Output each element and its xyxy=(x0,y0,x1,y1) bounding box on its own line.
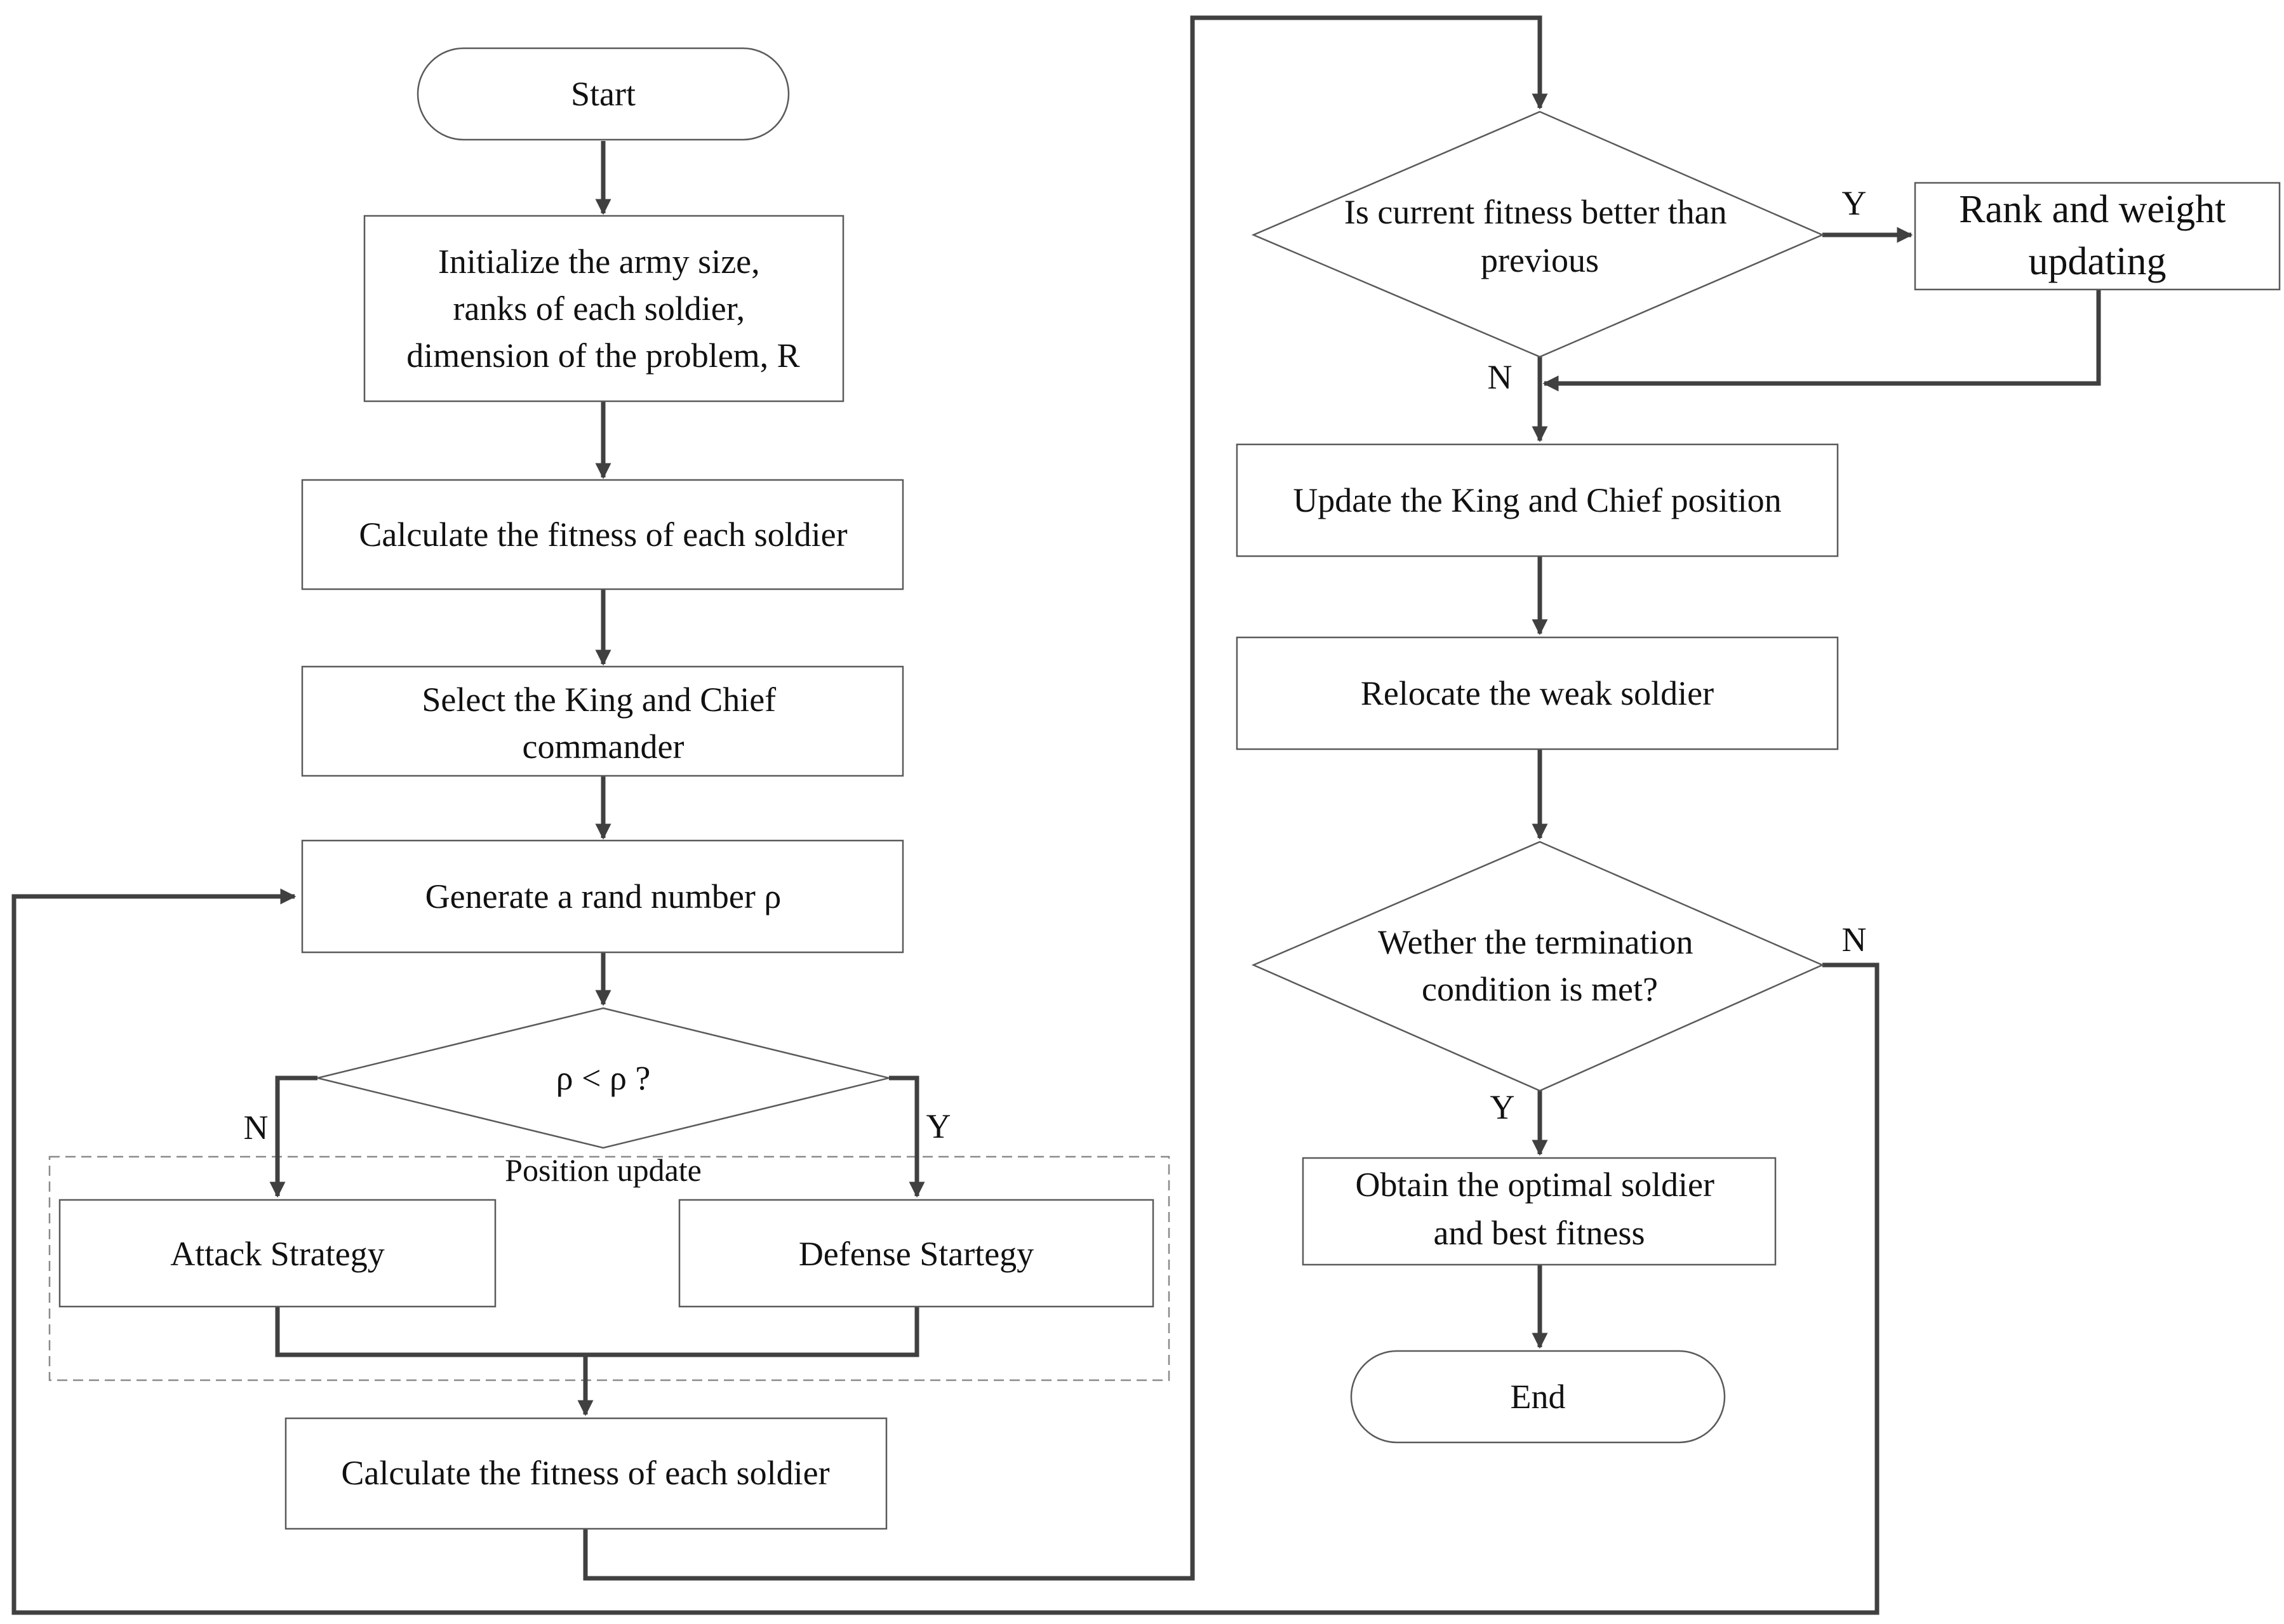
position-update-frame xyxy=(48,1155,1170,1381)
node-start: Start xyxy=(417,47,790,141)
node-generate-rand-shape xyxy=(301,839,904,954)
node-decision-rho: ρ < ρ ? xyxy=(317,1007,890,1149)
node-relocate-weak-label: Relocate the weak soldier xyxy=(1361,674,1714,712)
node-select-king: Select the King and Chief commander xyxy=(301,665,904,777)
node-start-shape xyxy=(417,47,790,141)
node-decision-termination-shape xyxy=(1251,841,1825,1092)
node-defense-strategy: Defense Startegy xyxy=(678,1199,1154,1308)
node-select-king-line-1: Select the King and Chief xyxy=(422,681,776,719)
node-relocate-weak-line-1: Relocate the weak soldier xyxy=(1361,674,1714,712)
branch-labels: N Y Y N N Y xyxy=(244,184,1867,1147)
node-rank-weight-shape xyxy=(1914,182,2281,291)
node-calc-fitness-1-line-1: Calculate the fitness of each soldier xyxy=(359,516,847,554)
edges xyxy=(11,15,2101,1615)
node-decision-fitness-line-1: Is current fitness better than xyxy=(1344,193,1727,231)
node-rank-weight-line-1: Rank and weight xyxy=(1959,188,2226,231)
branch-label-rho-yes: Y xyxy=(926,1107,951,1145)
node-defense-strategy-label: Defense Startegy xyxy=(799,1235,1034,1273)
node-decision-termination-line-2: condition is met? xyxy=(1422,970,1658,1008)
node-end-label: End xyxy=(1511,1378,1566,1416)
node-decision-fitness: Is current fitness better than previous xyxy=(1251,110,1825,358)
node-obtain-optimal-line-2: and best fitness xyxy=(1434,1214,1645,1252)
branch-label-term-yes: Y xyxy=(1490,1088,1515,1126)
node-defense-strategy-line-1: Defense Startegy xyxy=(799,1235,1034,1273)
node-decision-rho-label: ρ < ρ ? xyxy=(556,1059,651,1097)
node-decision-rho-shape xyxy=(317,1007,890,1149)
node-decision-termination-line-1: Wether the termination xyxy=(1378,923,1693,961)
node-init-line-1: Initialize the army size, xyxy=(438,243,760,281)
node-init: Initialize the army size, ranks of each … xyxy=(363,215,845,403)
node-init-line-3: dimension of the problem, R xyxy=(406,336,799,375)
edge-term-no-rand xyxy=(11,888,1880,1615)
branch-label-term-no: N xyxy=(1842,921,1867,959)
node-relocate-weak-shape xyxy=(1236,636,1839,750)
node-end: End xyxy=(1350,1350,1726,1444)
node-calc-fitness-2: Calculate the fitness of each soldier xyxy=(284,1417,888,1530)
node-obtain-optimal-shape xyxy=(1302,1157,1777,1266)
node-start-label: Start xyxy=(571,75,636,113)
node-calc-fitness-1-label: Calculate the fitness of each soldier xyxy=(359,516,847,554)
position-update-label: Position update xyxy=(505,1152,702,1188)
node-decision-termination: Wether the termination condition is met? xyxy=(1251,841,1825,1092)
node-calc-fitness-2-shape xyxy=(284,1417,888,1530)
node-rank-weight: Rank and weight updating xyxy=(1914,182,2281,291)
edge-rank-return xyxy=(1542,290,2101,392)
node-update-position-shape xyxy=(1236,443,1839,557)
node-rank-weight-line-2: updating xyxy=(2029,240,2167,283)
node-attack-strategy-line-1: Attack Strategy xyxy=(170,1235,384,1273)
node-attack-strategy-label: Attack Strategy xyxy=(170,1235,384,1273)
node-defense-strategy-shape xyxy=(678,1199,1154,1308)
node-init-line-2: ranks of each soldier, xyxy=(453,290,745,328)
node-calc-fitness-2-line-1: Calculate the fitness of each soldier xyxy=(341,1454,829,1492)
branch-label-fitness-yes: Y xyxy=(1842,184,1867,222)
node-obtain-optimal: Obtain the optimal soldier and best fitn… xyxy=(1302,1157,1777,1266)
node-update-position-label: Update the King and Chief position xyxy=(1293,481,1781,519)
edge-calc2-decision-fitness xyxy=(583,15,1548,1581)
node-obtain-optimal-line-1: Obtain the optimal soldier xyxy=(1356,1166,1714,1204)
node-rank-weight-label: Rank and weight updating xyxy=(1959,188,2236,283)
node-calc-fitness-2-label: Calculate the fitness of each soldier xyxy=(341,1454,829,1492)
node-attack-strategy-shape xyxy=(58,1199,497,1308)
node-calc-fitness-1: Calculate the fitness of each soldier xyxy=(301,479,904,590)
node-calc-fitness-1-shape xyxy=(301,479,904,590)
node-update-position: Update the King and Chief position xyxy=(1236,443,1839,557)
node-update-position-line-1: Update the King and Chief position xyxy=(1293,481,1781,519)
node-init-label: Initialize the army size, ranks of each … xyxy=(406,243,799,375)
node-end-shape xyxy=(1350,1350,1726,1444)
position-update-group: Position update xyxy=(48,1152,1170,1381)
branch-label-fitness-no: N xyxy=(1488,358,1513,396)
node-select-king-shape xyxy=(301,665,904,777)
edge-decision-attack xyxy=(269,1075,317,1198)
node-decision-fitness-label: Is current fitness better than previous xyxy=(1344,193,1735,279)
node-generate-rand-line-1: Generate a rand number ρ xyxy=(425,877,782,915)
node-init-shape xyxy=(363,215,845,403)
node-select-king-line-2: commander xyxy=(523,728,685,766)
edge-strategies-merge xyxy=(275,1307,919,1357)
node-obtain-optimal-label: Obtain the optimal soldier and best fitn… xyxy=(1356,1166,1723,1252)
node-decision-fitness-shape xyxy=(1251,110,1825,358)
node-attack-strategy: Attack Strategy xyxy=(58,1199,497,1308)
edge-decision-defense xyxy=(889,1075,925,1198)
node-generate-rand: Generate a rand number ρ xyxy=(301,839,904,954)
node-decision-rho-line-1: ρ < ρ ? xyxy=(556,1059,651,1097)
node-decision-termination-label: Wether the termination condition is met? xyxy=(1378,923,1702,1008)
node-relocate-weak: Relocate the weak soldier xyxy=(1236,636,1839,750)
node-end-line-1: End xyxy=(1511,1378,1566,1416)
node-start-line-1: Start xyxy=(571,75,636,113)
branch-label-rho-no: N xyxy=(244,1108,269,1147)
node-select-king-label: Select the King and Chief commander xyxy=(422,681,784,766)
node-decision-fitness-line-2: previous xyxy=(1481,241,1599,279)
node-generate-rand-label: Generate a rand number ρ xyxy=(425,877,782,915)
